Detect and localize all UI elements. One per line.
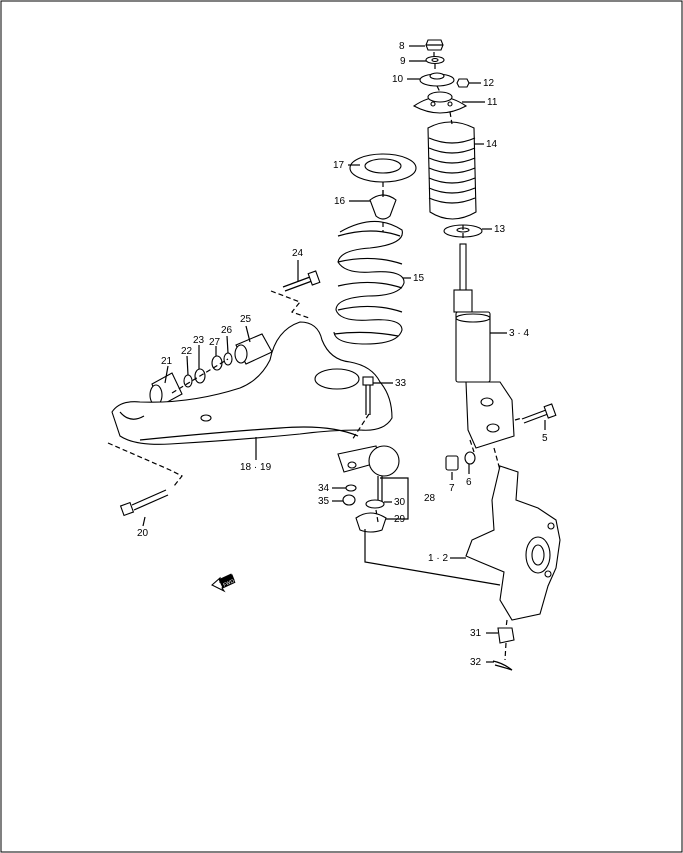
- callout-31: 31: [470, 628, 482, 639]
- callout-labels: 8 9 10 12 11 14 17 16 13 24 15 25 26 27 …: [137, 41, 548, 668]
- fwd-arrow-icon: FWD: [211, 573, 236, 593]
- fwd-label: FWD: [222, 578, 235, 588]
- part-bushing-10: [419, 72, 455, 87]
- part-nut-8: [425, 39, 444, 51]
- callout-12: 12: [483, 78, 495, 89]
- part-control-arm-18-19: [111, 321, 393, 445]
- callout-13: 13: [494, 224, 506, 235]
- part-knuckle-1-2: [465, 465, 561, 621]
- part-bolt-24: [282, 270, 321, 292]
- callout-30: 30: [394, 497, 406, 508]
- guide-lines: [107, 52, 523, 661]
- part-seat-17: [349, 153, 417, 183]
- callout-10: 10: [392, 74, 404, 85]
- part-strut-3-4: [453, 243, 515, 449]
- part-bolt-33: [362, 376, 374, 415]
- part-washer-9: [425, 55, 445, 65]
- callout-32: 32: [470, 657, 482, 668]
- callout-16: 16: [334, 196, 346, 207]
- callout-17: 17: [333, 160, 345, 171]
- callout-35: 35: [318, 496, 330, 507]
- callout-26: 26: [221, 325, 233, 336]
- part-nut-12: [456, 78, 470, 88]
- part-nut-31: [497, 627, 515, 644]
- part-ring-30: [365, 499, 385, 509]
- part-nut-35: [342, 494, 356, 506]
- part-bolt-20: [119, 489, 169, 517]
- callout-25: 25: [240, 314, 252, 325]
- part-bolt-5: [521, 403, 557, 424]
- callout-leaders: [142, 45, 546, 663]
- callout-28: 28: [424, 493, 436, 504]
- callout-9: 9: [400, 56, 406, 67]
- part-boot-29: [355, 512, 387, 533]
- callout-24: 24: [292, 248, 304, 259]
- part-nut-7: [445, 455, 459, 471]
- callout-14: 14: [486, 139, 498, 150]
- callout-18-19: 18 · 19: [240, 462, 272, 473]
- callout-3-4: 3 · 4: [509, 328, 529, 339]
- part-boot-14: [427, 121, 477, 220]
- callout-33: 33: [395, 378, 407, 389]
- callout-11: 11: [487, 97, 498, 108]
- callout-20: 20: [137, 528, 149, 539]
- callout-21: 21: [161, 356, 173, 367]
- callout-29: 29: [394, 514, 406, 525]
- part-mount-11: [412, 91, 468, 114]
- callout-34: 34: [318, 483, 330, 494]
- part-bushing-25: [234, 333, 273, 365]
- callout-5: 5: [542, 433, 548, 444]
- part-cotter-pin-32: [492, 660, 513, 671]
- part-washer-22: [183, 374, 193, 388]
- part-ball-joint-28: [337, 445, 400, 506]
- part-washer-34: [345, 484, 357, 492]
- callout-8: 8: [399, 41, 405, 52]
- callout-27: 27: [209, 337, 221, 348]
- callout-7: 7: [449, 483, 455, 494]
- part-coil-spring-15: [333, 220, 405, 345]
- part-bushing-21: [149, 372, 183, 407]
- callout-6: 6: [466, 477, 472, 488]
- callout-15: 15: [413, 273, 425, 284]
- part-washer-6: [464, 451, 476, 465]
- callout-22: 22: [181, 346, 193, 357]
- callout-23: 23: [193, 335, 205, 346]
- callout-1-2: 1 · 2: [428, 553, 448, 564]
